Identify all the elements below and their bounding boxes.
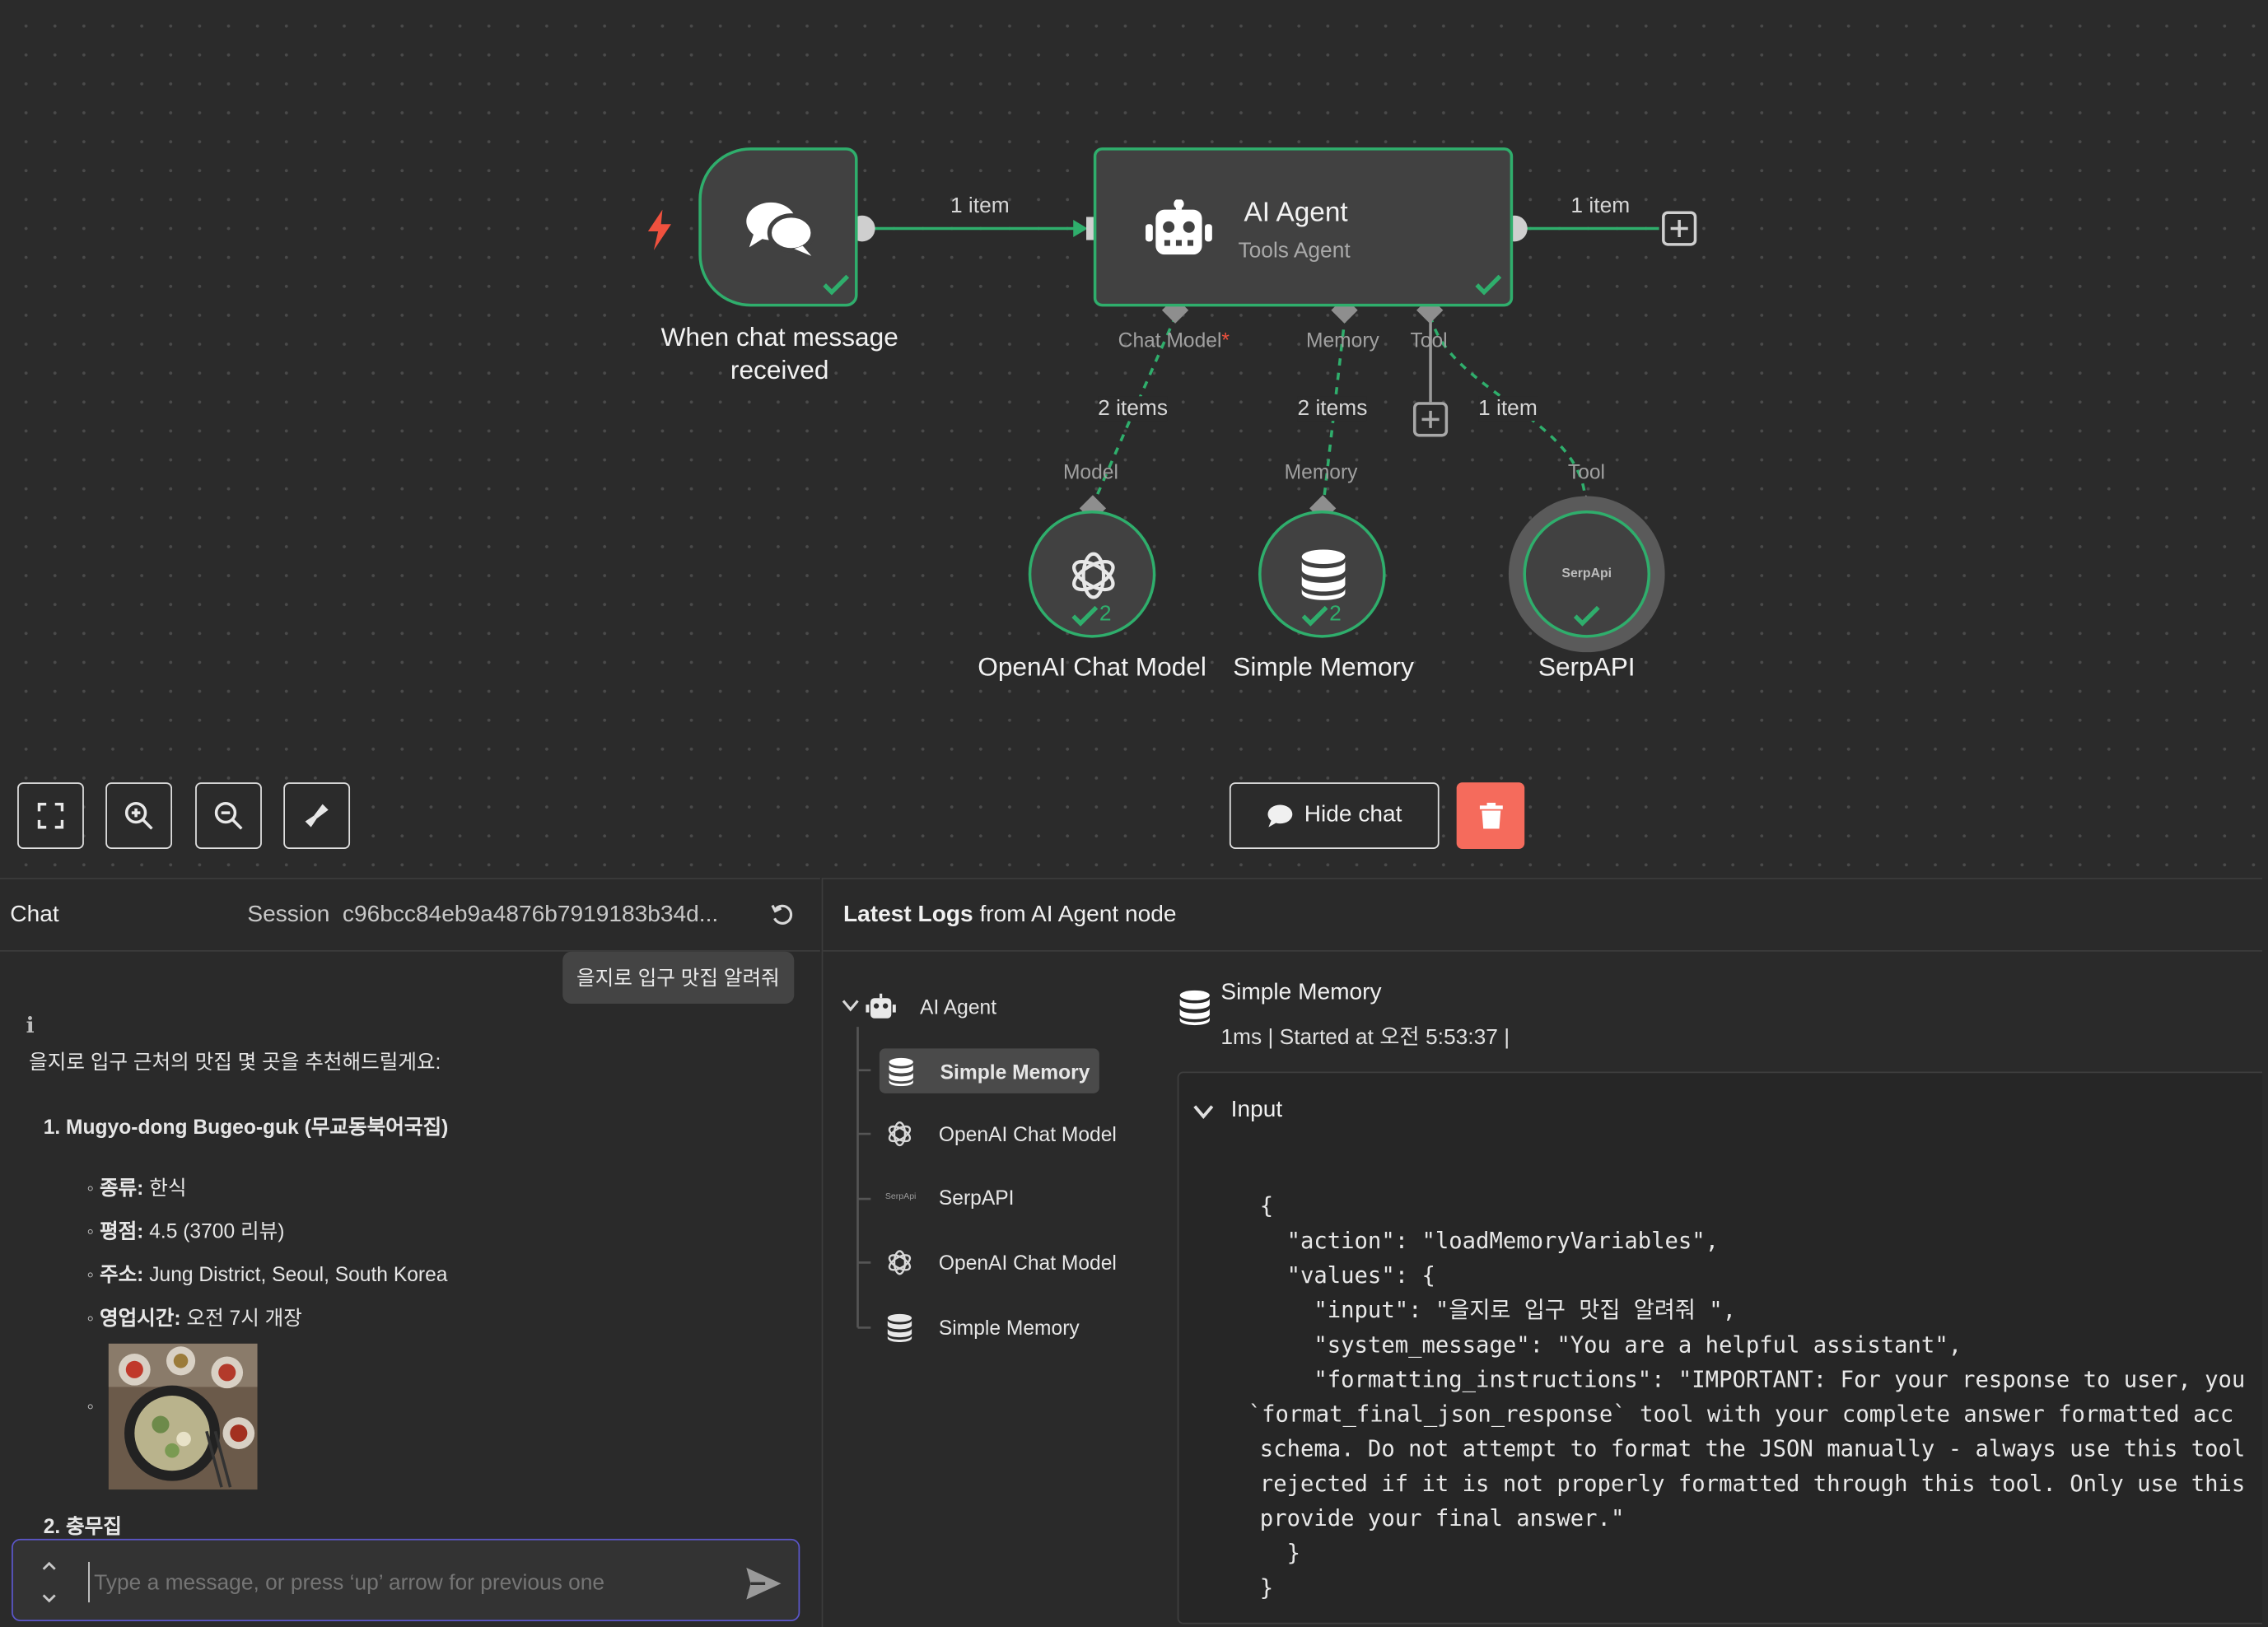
list-item: 1. Mugyo-dong Bugeo-guk (무교동북어국집) bbox=[43, 1115, 449, 1139]
log-tree-item[interactable]: AI Agent bbox=[865, 985, 1067, 1028]
node-chat-trigger[interactable] bbox=[698, 147, 858, 307]
port-label-tool: Tool bbox=[1410, 328, 1448, 352]
log-detail-meta: 1ms | Started at 오전 5:53:37 | bbox=[1220, 1025, 1510, 1051]
connections-layer bbox=[848, 215, 1659, 522]
trigger-bolt-icon bbox=[647, 209, 671, 250]
database-icon bbox=[887, 1313, 912, 1342]
user-message: 을지로 입구 맛집 알려줘 bbox=[562, 951, 795, 1004]
logs-header: Latest Logs from AI Agent node bbox=[823, 879, 2268, 952]
node-openai-chat-model[interactable]: 2 bbox=[1028, 510, 1156, 638]
message-input[interactable] bbox=[88, 1561, 734, 1603]
input-section-label[interactable]: Input bbox=[1230, 1098, 1283, 1122]
plus-icon bbox=[1421, 410, 1440, 428]
chat-input-box[interactable] bbox=[12, 1538, 800, 1621]
history-arrows-icon[interactable] bbox=[40, 1558, 58, 1607]
chat-header: Chat Session c96bcc84eb9a4876b7919183b34… bbox=[0, 879, 820, 952]
robot-icon bbox=[1146, 199, 1212, 255]
success-check-icon bbox=[1301, 605, 1328, 627]
fit-view-icon bbox=[37, 802, 64, 829]
success-check-icon bbox=[1573, 605, 1600, 627]
zoom-in-icon bbox=[124, 801, 153, 830]
log-tree-item[interactable]: Simple Memory bbox=[880, 1306, 1080, 1350]
agent-title: AI Agent bbox=[1244, 198, 1348, 229]
session-id: c96bcc84eb9a4876b7919183b34d... bbox=[342, 902, 719, 927]
run-count: 2 bbox=[1329, 601, 1342, 627]
input-json: { "action": "loadMemoryVariables", "valu… bbox=[1248, 1193, 2246, 1601]
add-node-button[interactable] bbox=[1662, 211, 1697, 246]
success-check-icon bbox=[1071, 605, 1099, 627]
plus-icon bbox=[1670, 219, 1688, 238]
edge-label-tool: 1 item bbox=[1478, 396, 1538, 422]
port-label-tool-in: Tool bbox=[1567, 459, 1606, 483]
add-tool-button[interactable] bbox=[1412, 402, 1449, 437]
chat-bubble-icon bbox=[1267, 804, 1292, 827]
session-info: Session c96bcc84eb9a4876b7919183b34d... bbox=[247, 902, 719, 927]
list-item: ◦ 영업시간: 오전 7시 개장 bbox=[86, 1306, 302, 1330]
run-count: 2 bbox=[1099, 601, 1112, 627]
serpapi-logo: SerpApi bbox=[1561, 565, 1612, 580]
chevron-down-icon[interactable] bbox=[1193, 1105, 1214, 1120]
openai-icon bbox=[1072, 552, 1115, 599]
workflow-canvas[interactable]: When chat message received AI Agent Tool… bbox=[0, 0, 2268, 879]
clear-execution-button[interactable] bbox=[1456, 782, 1525, 850]
hide-chat-label: Hide chat bbox=[1304, 802, 1402, 827]
robot-icon bbox=[866, 993, 896, 1019]
zoom-out-button[interactable] bbox=[195, 782, 262, 850]
node-serpapi[interactable]: SerpApi bbox=[1523, 510, 1651, 638]
port-label-model-in: Model bbox=[1062, 459, 1118, 483]
send-icon[interactable] bbox=[745, 1566, 783, 1601]
database-icon bbox=[889, 1057, 913, 1086]
node-ai-agent[interactable]: AI Agent Tools Agent bbox=[1093, 147, 1514, 307]
log-tree-item[interactable]: OpenAI Chat Model bbox=[880, 1112, 1117, 1156]
fit-view-button[interactable] bbox=[17, 782, 84, 850]
database-icon bbox=[1179, 990, 1210, 1026]
success-check-icon bbox=[823, 274, 849, 296]
openai-node-label: OpenAI Chat Model bbox=[978, 652, 1206, 682]
log-detail-title: Simple Memory bbox=[1220, 980, 1382, 1005]
reset-session-icon[interactable] bbox=[771, 904, 794, 927]
chat-bubbles-icon bbox=[746, 202, 815, 256]
list-item: 2. 충무집 bbox=[43, 1513, 122, 1538]
log-tree-item[interactable]: OpenAI Chat Model bbox=[880, 1241, 1117, 1284]
port-label-memory: Memory bbox=[1306, 328, 1379, 352]
edge-label-trigger-agent: 1 item bbox=[950, 193, 1010, 219]
openai-icon bbox=[888, 1250, 912, 1275]
edge-label-chat-model: 2 items bbox=[1098, 396, 1169, 422]
list-item: ◦ 주소: Jung District, Seoul, South Korea bbox=[86, 1262, 448, 1286]
trigger-node-label: When chat message received bbox=[660, 322, 898, 385]
openai-icon bbox=[888, 1121, 912, 1147]
chevron-down-icon bbox=[842, 1000, 859, 1012]
memory-node-label: Simple Memory bbox=[1233, 652, 1414, 682]
restaurant-photo bbox=[108, 1343, 258, 1490]
logs-title: Latest Logs from AI Agent node bbox=[842, 902, 1177, 927]
tidy-up-icon bbox=[305, 804, 329, 827]
hide-chat-button[interactable]: Hide chat bbox=[1229, 782, 1440, 850]
tidy-up-button[interactable] bbox=[283, 782, 351, 850]
reply-intro: 을지로 입구 근처의 맛집 몇 곳을 추천해드릴게요: bbox=[29, 1050, 441, 1074]
serpapi-node-label: SerpAPI bbox=[1538, 652, 1636, 682]
edge-memory[interactable] bbox=[1322, 315, 1347, 504]
edge-label-memory: 2 items bbox=[1297, 396, 1368, 422]
zoom-in-button[interactable] bbox=[105, 782, 173, 850]
serpapi-logo: SerpApi bbox=[884, 1193, 917, 1202]
log-tree-item[interactable]: SerpApi SerpAPI bbox=[884, 1186, 1015, 1210]
port-label-memory-in: Memory bbox=[1284, 459, 1358, 483]
chat-title: Chat bbox=[10, 902, 59, 927]
edge-tool[interactable] bbox=[1429, 315, 1587, 504]
agent-subtitle: Tools Agent bbox=[1238, 238, 1351, 263]
success-check-icon bbox=[1475, 274, 1502, 296]
node-simple-memory[interactable]: 2 bbox=[1258, 510, 1386, 638]
info-icon[interactable]: i bbox=[26, 1012, 35, 1039]
port-label-chat-model: Chat Model* bbox=[1118, 328, 1230, 352]
zoom-out-icon bbox=[214, 801, 243, 830]
database-icon bbox=[1301, 549, 1346, 600]
trash-icon bbox=[1478, 802, 1503, 829]
edge-label-agent-output: 1 item bbox=[1570, 193, 1631, 219]
list-item: ◦ 평점: 4.5 (3700 리뷰) bbox=[86, 1219, 285, 1242]
input-section: Input bbox=[1177, 1071, 2268, 1625]
log-tree-lines bbox=[842, 1000, 871, 1329]
chat-panel: Chat Session c96bcc84eb9a4876b7919183b34… bbox=[0, 878, 820, 1627]
list-item: ◦ 종류: 한식 bbox=[86, 1175, 187, 1200]
log-tree-item-selected[interactable]: Simple Memory bbox=[879, 1048, 1099, 1093]
